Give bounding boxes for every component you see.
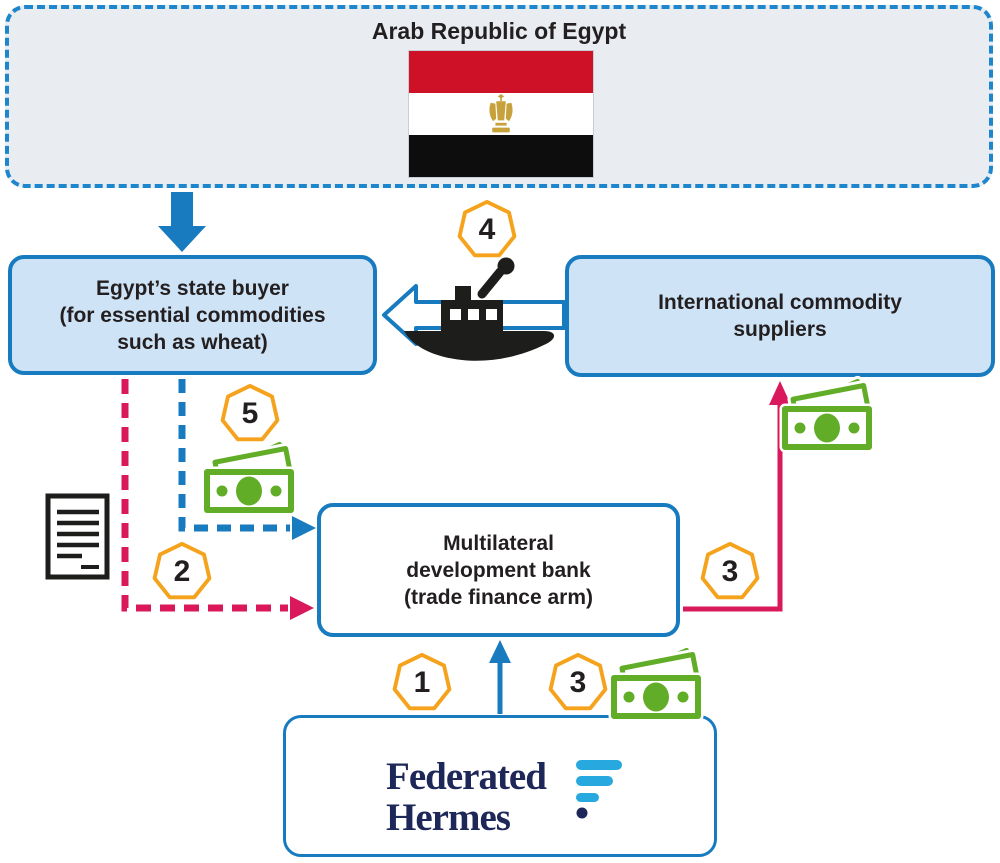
federated-hermes-box: Federated Hermes [283, 715, 717, 857]
egypt-to-buyer-arrow [158, 192, 206, 252]
eagle-of-saladin-icon [489, 94, 513, 133]
federated-hermes-mark-icon [576, 760, 622, 819]
flag-red-stripe [409, 51, 593, 93]
mdb-line-1: Multilateral [443, 531, 554, 555]
state-buyer-line-3: such as wheat) [117, 330, 268, 354]
suppliers-line-2: suppliers [733, 318, 827, 341]
suppliers-label: International commodity suppliers [569, 259, 991, 373]
flag-black-stripe [409, 135, 593, 177]
step-badge-3-right: 3 [699, 541, 761, 603]
state-buyer-label: Egypt’s state buyer (for essential commo… [12, 259, 373, 371]
egypt-flag-icon [408, 50, 594, 178]
money-icon-step3-right [785, 381, 869, 447]
fh-to-mdb-blue-arrow [489, 640, 511, 714]
step-badge-3-bottom: 3 [547, 652, 609, 714]
step-badge-2: 2 [151, 541, 213, 603]
cargo-ship-icon [404, 257, 555, 361]
mdb-line-2: development bank [406, 558, 591, 582]
step-badge-4: 4 [456, 199, 518, 261]
fh-wordmark-line-1: Federated [386, 755, 547, 798]
step-badge-5: 5 [219, 383, 281, 445]
trade-contract-icon [45, 493, 110, 580]
mdb-line-3: (trade finance arm) [403, 585, 594, 609]
federated-hermes-wordmark: Federated Hermes [386, 755, 547, 839]
money-icon-step5 [207, 444, 291, 510]
fh-wordmark-line-2: Hermes [386, 796, 511, 839]
heptagon-shape [392, 652, 452, 711]
egypt-box: Arab Republic of Egypt [5, 5, 993, 188]
step-badge-1: 1 [391, 652, 453, 714]
heptagon-shape [457, 199, 517, 258]
mdb-label: Multilateral development bank (trade fin… [321, 507, 676, 633]
suppliers-line-1: International commodity [658, 291, 902, 314]
mdb-box: Multilateral development bank (trade fin… [317, 503, 680, 637]
state-buyer-line-2: (for essential commodities [59, 303, 326, 327]
suppliers-box: International commodity suppliers [565, 255, 995, 377]
money-icon-step3-bottom [614, 650, 698, 716]
state-buyer-box: Egypt’s state buyer (for essential commo… [8, 255, 377, 375]
shipment-arrow [382, 284, 566, 346]
state-buyer-line-1: Egypt’s state buyer [96, 276, 289, 300]
egypt-box-title: Arab Republic of Egypt [371, 18, 627, 44]
heptagon-shape [548, 652, 608, 711]
